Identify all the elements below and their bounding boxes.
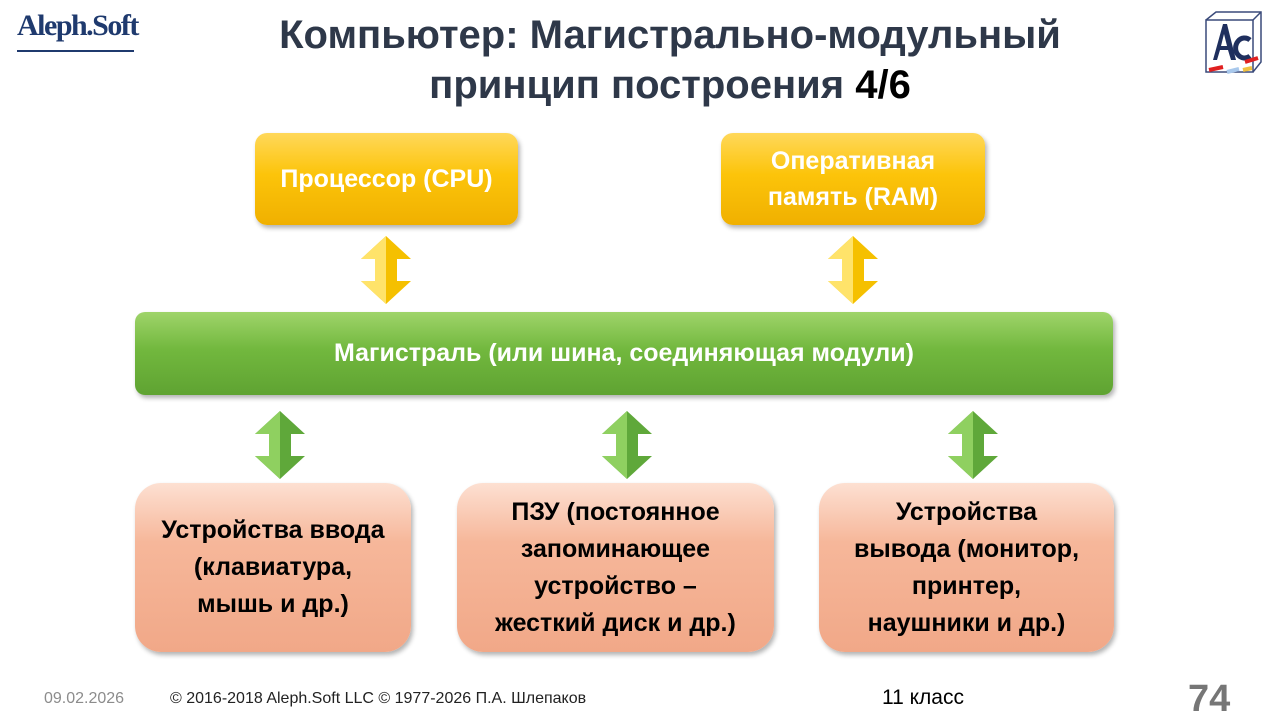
rom-line: жесткий диск и др.) [495, 608, 736, 637]
double-arrow-icon [948, 411, 998, 479]
title-line-2: принцип построения [429, 63, 845, 107]
cpu-box: Процессор (CPU) [255, 133, 518, 225]
ac-logo-icon [1203, 10, 1263, 75]
input-line: Устройства ввода [161, 516, 385, 544]
logo-underline [17, 50, 134, 52]
output-line: вывода (монитор, [853, 534, 1080, 563]
rom-line: ПЗУ (постоянное [511, 497, 720, 526]
rom-box: ПЗУ (постоянное запоминающее устройство … [457, 483, 774, 652]
ram-label-line-2: память (RAM) [767, 183, 939, 211]
footer-copyright: © 2016-2018 Aleph.Soft LLC © 1977-2026 П… [170, 690, 587, 707]
title-line-1: Компьютер: Магистрально-модульный [279, 13, 1061, 57]
output-line: Устройства [895, 497, 1038, 526]
double-arrow-icon [602, 411, 652, 479]
double-arrow-icon [255, 411, 305, 479]
bus-box: Магистраль (или шина, соединяющая модули… [135, 312, 1113, 395]
slide-title: Компьютер: Магистрально-модульный принци… [235, 10, 1105, 110]
rom-line: устройство – [534, 571, 697, 600]
rom-line: запоминающее [520, 534, 711, 563]
input-line: (клавиатура, [193, 553, 353, 581]
slide-number-fraction: 4/6 [855, 63, 911, 107]
input-line: мышь и др.) [197, 590, 349, 618]
double-arrow-icon [828, 236, 878, 304]
output-line: принтер, [911, 571, 1022, 600]
output-devices-box: Устройства вывода (монитор, принтер, нау… [819, 483, 1114, 652]
input-devices-box: Устройства ввода (клавиатура, мышь и др.… [135, 483, 411, 652]
aleph-soft-logo: Aleph.Soft [17, 9, 139, 42]
cpu-label: Процессор (CPU) [280, 165, 493, 193]
footer-date: 09.02.2026 [44, 690, 125, 707]
double-arrow-icon [361, 236, 411, 304]
ram-label-line-1: Оперативная [770, 147, 936, 175]
bus-label: Магистраль (или шина, соединяющая модули… [334, 339, 914, 367]
page-number: 74 [1188, 678, 1231, 720]
output-line: наушники и др.) [867, 608, 1066, 637]
footer-grade: 11 класс [882, 686, 964, 709]
ram-box: Оперативная память (RAM) [721, 133, 985, 225]
